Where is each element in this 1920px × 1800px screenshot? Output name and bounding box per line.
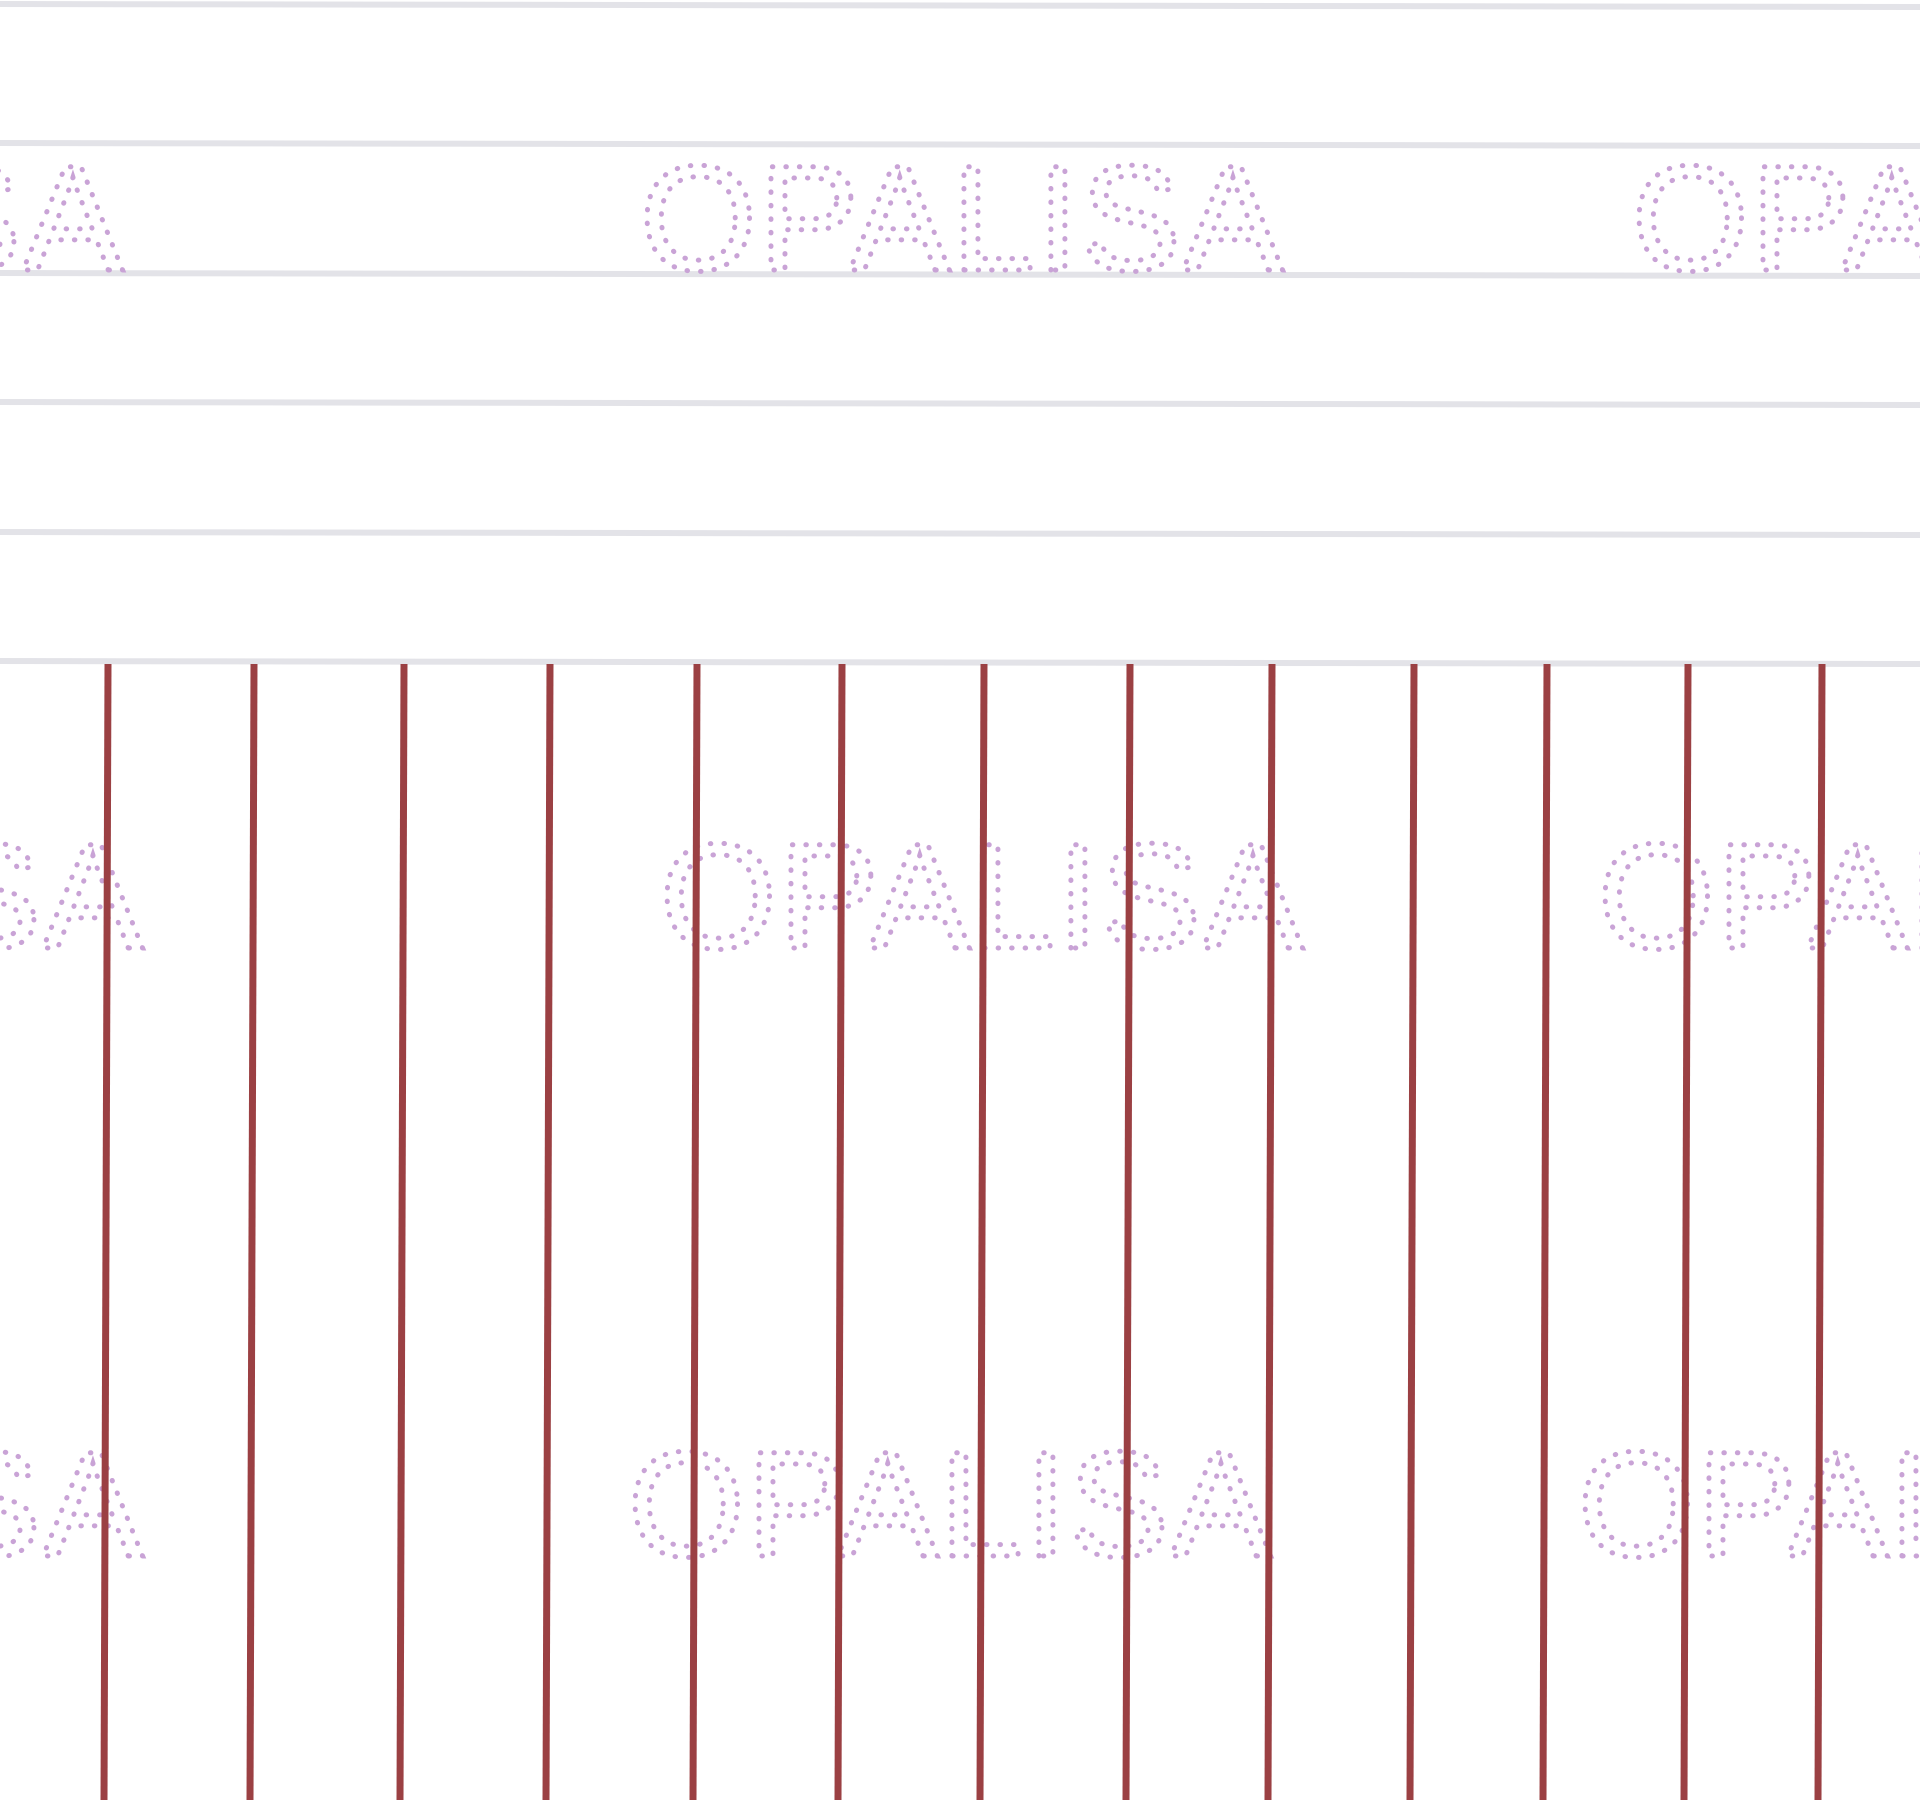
watermark-text: OPALISA [640,134,1285,302]
watermark-layer: OPALISA OPALISA OPALISA OPALISA OPALISA OPALI… [0,132,1920,1591]
vertical-red-lines [100,663,1826,1800]
vertical-red-line [1680,663,1692,1800]
vertical-red-line [1539,663,1551,1800]
vertical-red-line [246,663,258,1800]
watermark-text: OPALISA [0,1420,145,1588]
vertical-red-line [976,663,988,1800]
vertical-red-line [542,663,554,1800]
vertical-red-line [689,663,701,1800]
vertical-red-line [1814,663,1826,1800]
horizontal-rule [0,529,1920,538]
horizontal-rule [0,399,1920,408]
watermark-text: OPALISA [1632,134,1920,302]
horizontal-rule [0,270,1920,279]
horizontal-rule [0,1,1920,10]
watermark-text: OPALISA [0,812,145,980]
vertical-red-line [100,663,112,1800]
horizontal-rules [0,1,1920,667]
vertical-red-line [1122,663,1134,1800]
vertical-red-line [396,663,408,1800]
vertical-red-line [1406,663,1418,1800]
horizontal-rule [0,140,1920,149]
horizontal-rule [0,658,1920,667]
watermark-text: OPALISA [628,1420,1273,1588]
vertical-red-line [1264,663,1276,1800]
watermark-text: OPALISA [1578,1420,1920,1588]
watermark-text: OPALISA [0,134,125,302]
watermark-text: OPALISA [1598,812,1920,980]
vertical-red-line [834,663,846,1800]
